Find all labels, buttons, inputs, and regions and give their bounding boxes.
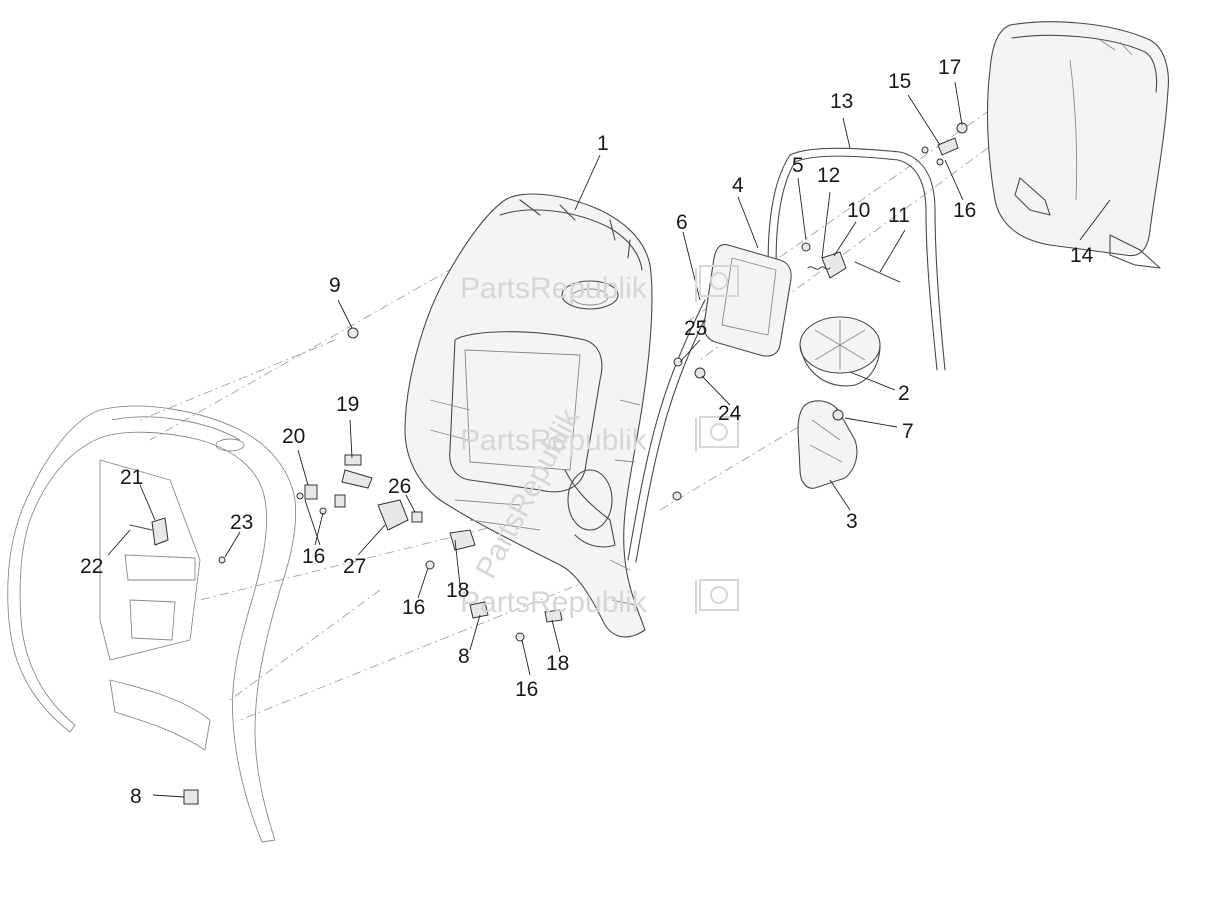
callout-19: 19 — [336, 393, 359, 416]
callout-6: 6 — [676, 211, 688, 234]
callout-26: 26 — [388, 475, 411, 498]
callout-labels: 1 2 3 4 5 6 7 8 8 9 10 11 12 13 14 15 16… — [80, 56, 1094, 808]
watermark-text: PartsRepublik — [460, 272, 648, 305]
callout-9: 9 — [329, 274, 341, 297]
callout-12: 12 — [817, 164, 840, 187]
storage-bowl — [799, 316, 881, 387]
callout-2: 2 — [898, 382, 910, 405]
latch-assembly — [801, 242, 901, 283]
callout-21: 21 — [120, 466, 143, 489]
callout-16-left: 16 — [302, 545, 325, 568]
callout-8-lower: 8 — [130, 785, 142, 808]
callout-17: 17 — [938, 56, 961, 79]
glovebox-trim — [627, 299, 713, 563]
callout-10: 10 — [847, 199, 870, 222]
front-leg-shield-outline — [7, 405, 297, 843]
callout-24: 24 — [718, 402, 742, 425]
glovebox-door — [703, 244, 792, 357]
edge-trim-strip — [767, 147, 946, 371]
watermark-text: PartsRepublik — [460, 586, 648, 619]
callout-27: 27 — [343, 555, 366, 578]
lower-side-cover — [797, 400, 858, 489]
callout-23: 23 — [230, 511, 253, 534]
callout-14: 14 — [1070, 244, 1094, 267]
watermark-text: PartsRepublik — [460, 424, 648, 457]
fasteners — [129, 327, 844, 805]
callout-1: 1 — [597, 132, 609, 155]
leader-lines — [107, 81, 1111, 798]
callout-15: 15 — [888, 70, 911, 93]
callout-7: 7 — [902, 420, 914, 443]
watermark-2: PartsRepublik — [460, 416, 739, 457]
callout-16-mid: 16 — [402, 596, 425, 619]
callout-16-top: 16 — [953, 199, 976, 222]
callout-11: 11 — [888, 204, 910, 227]
callout-25: 25 — [684, 317, 707, 340]
callout-3: 3 — [846, 510, 858, 533]
upper-clip-hardware — [921, 122, 968, 166]
upper-rear-panel — [986, 21, 1169, 269]
callout-5: 5 — [792, 154, 804, 177]
watermark-3: PartsRepublik — [460, 579, 739, 619]
callout-8-upper: 8 — [458, 645, 470, 668]
callout-13: 13 — [830, 90, 853, 113]
callout-18-upper: 18 — [446, 579, 469, 602]
callout-20: 20 — [282, 425, 305, 448]
callout-16-bottom: 16 — [515, 678, 538, 701]
callout-18-lower: 18 — [546, 652, 569, 675]
callout-4: 4 — [732, 174, 744, 197]
callout-22: 22 — [80, 555, 103, 578]
watermark-1: PartsRepublik — [460, 265, 739, 305]
leg-shield-glovebox — [404, 193, 653, 638]
